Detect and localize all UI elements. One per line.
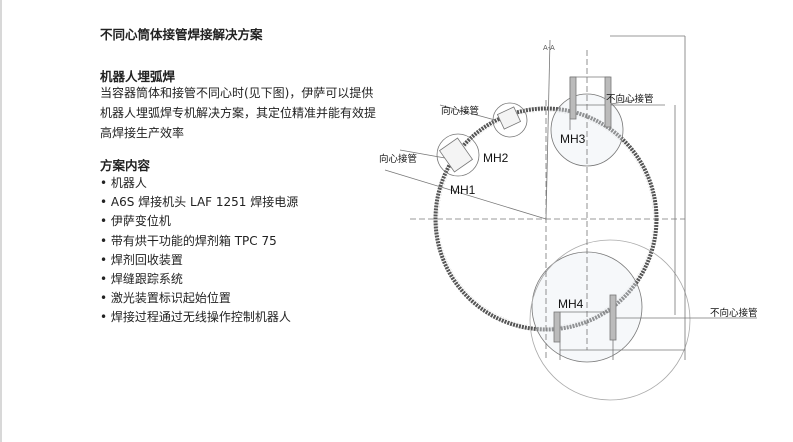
list-item: 焊剂回收装置 [100, 251, 298, 270]
list-item: 伊萨变位机 [100, 212, 298, 231]
list-item: A6S 焊接机头 LAF 1251 焊接电源 [100, 193, 298, 212]
page-edge [0, 0, 2, 442]
list-item: 带有烘干功能的焊剂箱 TPC 75 [100, 232, 298, 251]
label-eccentric-nozzle: 不向心接管 [710, 307, 758, 319]
label-mh2: MH2 [483, 151, 509, 165]
vessel-drawing: A-A MH1 MH2 MH3 MH4 向心接管 向心接管 不向心接管 不向心接… [379, 35, 758, 401]
label-concentric-nozzle: 向心接管 [379, 153, 417, 165]
page-title: 不同心筒体接管焊接解决方案 [100, 27, 263, 42]
label-mh3: MH3 [560, 132, 586, 146]
label-concentric-nozzle: 向心接管 [441, 105, 479, 117]
list-item: 激光装置标识起始位置 [100, 289, 298, 308]
section-label: A-A [543, 44, 555, 52]
label-mh4: MH4 [558, 297, 584, 311]
section-description: 当容器筒体和接管不同心时(见下图)，伊萨可以提供机器人埋弧焊专机解决方案，其定位… [100, 86, 377, 140]
content-list: 机器人 A6S 焊接机头 LAF 1251 焊接电源 伊萨变位机 带有烘干功能的… [100, 174, 298, 328]
list-item: 机器人 [100, 174, 298, 193]
label-eccentric-nozzle: 不向心接管 [606, 93, 654, 105]
label-mh1: MH1 [450, 183, 476, 197]
list-item: 焊缝跟踪系统 [100, 270, 298, 289]
section-heading-content: 方案内容 [100, 158, 151, 173]
list-item: 焊接过程通过无线操作控制机器人 [100, 308, 298, 327]
section-heading-saw: 机器人埋弧焊 [100, 69, 176, 84]
